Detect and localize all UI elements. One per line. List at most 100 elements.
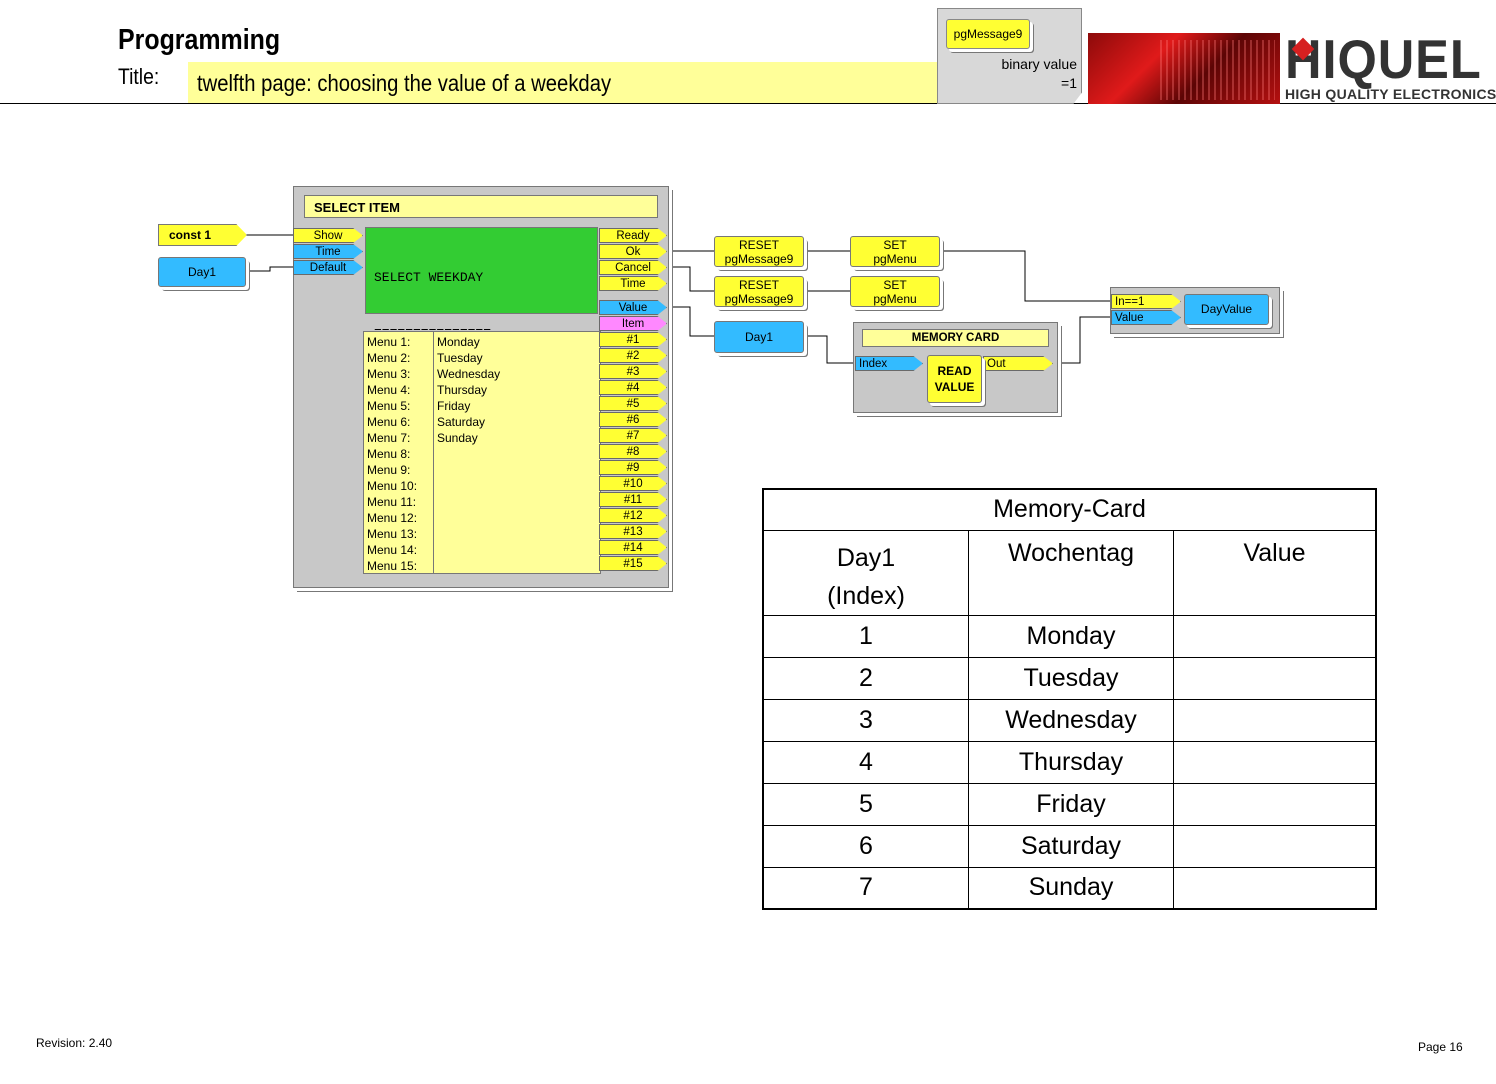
- table-title: Memory-Card: [762, 488, 1377, 531]
- table-row: 4 Thursday: [762, 740, 1377, 784]
- cell-index: 5: [762, 782, 969, 826]
- port-item-2[interactable]: #2: [599, 348, 667, 363]
- port-show[interactable]: Show: [293, 228, 363, 243]
- table-row: 2 Tuesday: [762, 656, 1377, 700]
- port-item-10[interactable]: #10: [599, 476, 667, 491]
- menu-label: Menu 8:: [367, 447, 411, 461]
- port-item-1[interactable]: #1: [599, 332, 667, 347]
- title-label: Title:: [118, 64, 160, 89]
- set-pgmenu-block-2[interactable]: SET pgMenu: [850, 276, 940, 307]
- menu-value: Friday: [437, 399, 471, 413]
- menu-value: Monday: [437, 335, 480, 349]
- logo-image-texture: [1160, 40, 1275, 100]
- dayvalue-block[interactable]: DayValue: [1184, 294, 1269, 325]
- header-day1: Day1: [836, 543, 896, 572]
- port-item-5[interactable]: #5: [599, 396, 667, 411]
- port-index[interactable]: Index: [855, 356, 923, 371]
- menu-values: Monday Tuesday Wednesday Thursday Friday…: [437, 334, 500, 446]
- port-out[interactable]: Out: [983, 356, 1053, 371]
- header-index: (Index): [827, 581, 905, 610]
- day1-input-block[interactable]: Day1: [158, 257, 246, 287]
- menu-label: Menu 6:: [367, 415, 411, 429]
- port-dayvalue-value[interactable]: Value: [1111, 310, 1181, 325]
- port-item-14[interactable]: #14: [599, 540, 667, 555]
- port-item[interactable]: Item: [599, 316, 667, 331]
- port-item-9[interactable]: #9: [599, 460, 667, 475]
- port-item-8[interactable]: #8: [599, 444, 667, 459]
- cell-day: Monday: [968, 614, 1174, 658]
- cell-value[interactable]: [1173, 782, 1377, 826]
- reset-pgmessage9-block-1[interactable]: RESET pgMessage9: [714, 236, 804, 267]
- table-row: 7 Sunday: [762, 866, 1377, 910]
- cell-day: Saturday: [968, 824, 1174, 868]
- port-value[interactable]: Value: [599, 300, 667, 315]
- port-cancel[interactable]: Cancel: [599, 260, 667, 275]
- port-ok[interactable]: Ok: [599, 244, 667, 259]
- cell-index: 6: [762, 824, 969, 868]
- port-item-15[interactable]: #15: [599, 556, 667, 571]
- note-text-line2: =1: [1061, 75, 1077, 91]
- select-item-title: SELECT ITEM: [304, 195, 658, 218]
- cell-value[interactable]: [1173, 614, 1377, 658]
- menu-label: Menu 4:: [367, 383, 411, 397]
- cell-value[interactable]: [1173, 698, 1377, 742]
- logo-tagline: HIGH QUALITY ELECTRONICS: [1285, 86, 1496, 102]
- menu-value: Wednesday: [437, 367, 501, 381]
- day1-output-block[interactable]: Day1: [714, 321, 804, 353]
- read-label: READ: [937, 364, 972, 378]
- cell-value[interactable]: [1173, 824, 1377, 868]
- menu-label: Menu 15:: [367, 559, 418, 573]
- table-title-row: Memory-Card: [762, 488, 1377, 531]
- header-day1-index: Day1 (Index): [762, 529, 969, 616]
- cell-day: Friday: [968, 782, 1174, 826]
- port-time-in[interactable]: Time: [293, 244, 363, 259]
- port-item-12[interactable]: #12: [599, 508, 667, 523]
- menu-label: Menu 5:: [367, 399, 411, 413]
- page-number: Page 16: [1418, 1040, 1463, 1054]
- memory-card-table: Memory-Card Day1 (Index) Wochentag Value…: [762, 488, 1377, 910]
- read-value-block[interactable]: READ VALUE: [927, 355, 982, 403]
- port-item-4[interactable]: #4: [599, 380, 667, 395]
- revision-label: Revision: 2.40: [36, 1036, 113, 1050]
- table-row: 3 Wednesday: [762, 698, 1377, 742]
- reset-target: pgMessage9: [724, 252, 794, 266]
- const-1-block[interactable]: const 1: [158, 224, 247, 246]
- cell-index: 7: [762, 866, 969, 910]
- table-header-row: Day1 (Index) Wochentag Value: [762, 529, 1377, 616]
- logo-wordmark: HIQUEL: [1285, 28, 1482, 90]
- cell-value[interactable]: [1173, 740, 1377, 784]
- cell-value[interactable]: [1173, 866, 1377, 910]
- lcd-display: SELECT WEEKDAY =============== #########…: [365, 227, 598, 393]
- reset-target: pgMessage9: [724, 292, 794, 306]
- menu-labels: Menu 1: Menu 2: Menu 3: Menu 4: Menu 5: …: [367, 334, 417, 574]
- reset-pgmessage9-block-2[interactable]: RESET pgMessage9: [714, 276, 804, 307]
- note-text: binary value =1: [976, 55, 1078, 93]
- cell-index: 1: [762, 614, 969, 658]
- port-item-3[interactable]: #3: [599, 364, 667, 379]
- port-default[interactable]: Default: [293, 260, 363, 275]
- cell-value[interactable]: [1173, 656, 1377, 700]
- port-in-eq-1[interactable]: In==1: [1111, 294, 1181, 309]
- port-item-13[interactable]: #13: [599, 524, 667, 539]
- menu-label: Menu 11:: [367, 495, 417, 509]
- menu-value: Thursday: [437, 383, 488, 397]
- port-item-7[interactable]: #7: [599, 428, 667, 443]
- set-pgmenu-block-1[interactable]: SET pgMenu: [850, 236, 940, 267]
- port-time-out[interactable]: Time: [599, 276, 667, 291]
- port-ready[interactable]: Ready: [599, 228, 667, 243]
- port-item-11[interactable]: #11: [599, 492, 667, 507]
- set-target: pgMenu: [873, 252, 917, 266]
- cell-day: Wednesday: [968, 698, 1174, 742]
- port-item-6[interactable]: #6: [599, 412, 667, 427]
- table-row: 5 Friday: [762, 782, 1377, 826]
- value-label: VALUE: [934, 380, 975, 394]
- page-title: twelfth page: choosing the value of a we…: [197, 70, 612, 96]
- cell-day: Thursday: [968, 740, 1174, 784]
- reset-label: RESET: [738, 238, 779, 252]
- menu-label: Menu 3:: [367, 367, 411, 381]
- menu-label: Menu 14:: [367, 543, 418, 557]
- menu-divider: [433, 332, 434, 573]
- menu-label: Menu 12:: [367, 511, 418, 525]
- menu-label: Menu 10:: [367, 479, 418, 493]
